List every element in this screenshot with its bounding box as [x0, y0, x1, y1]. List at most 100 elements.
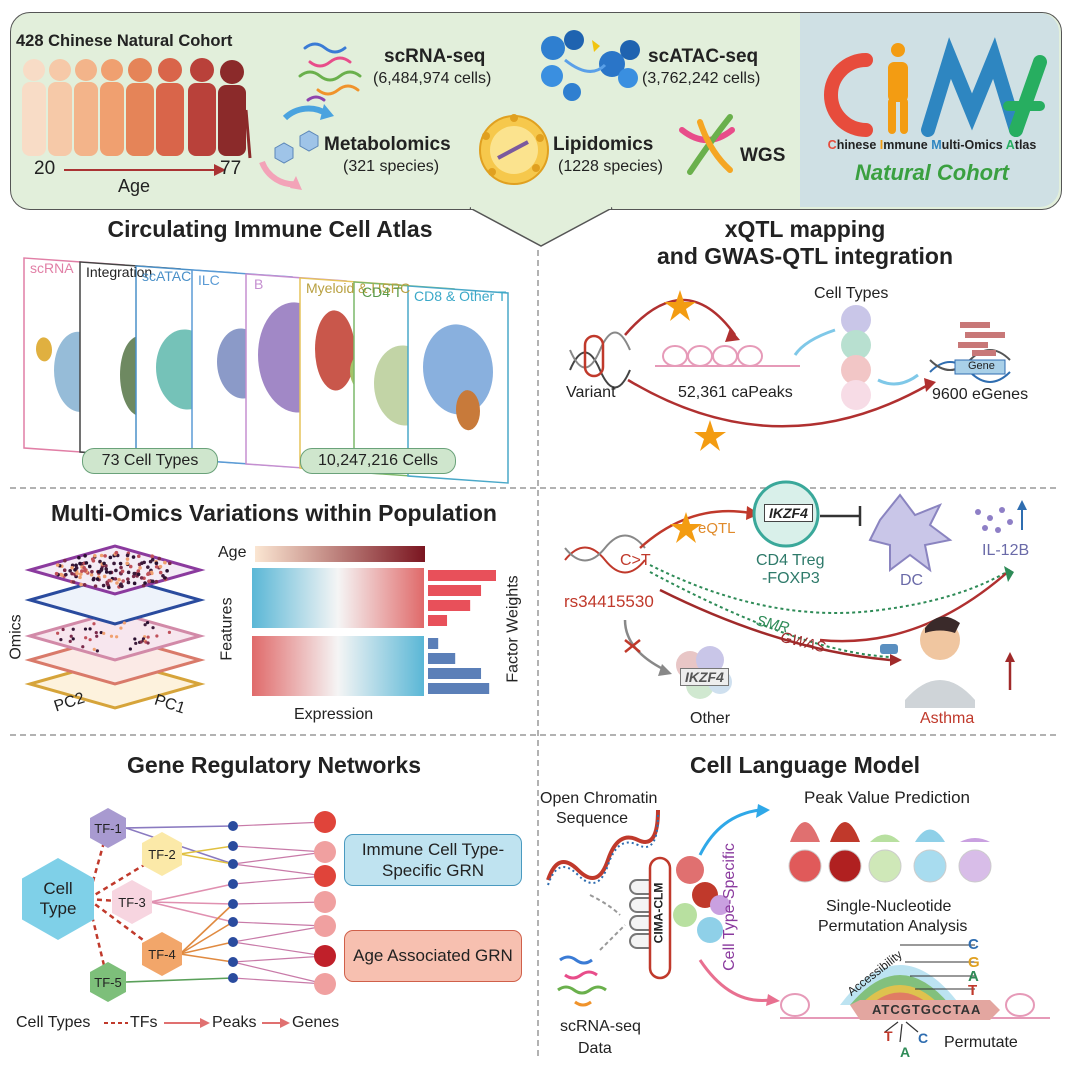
scatter-point	[103, 554, 107, 558]
gene-node	[314, 915, 336, 937]
factor-bar-top	[428, 615, 448, 626]
peak-prediction-label: Peak Value Prediction	[804, 788, 971, 807]
cell-types-label: Cell Types	[814, 285, 889, 302]
atlas-layer-integration: Integration	[86, 264, 153, 280]
scatter-point	[158, 564, 163, 569]
scatter-point	[95, 634, 99, 638]
scatter-point	[136, 572, 141, 577]
scatter-point	[88, 627, 92, 631]
scatter-point	[94, 630, 98, 635]
scatter-point	[145, 621, 150, 625]
scatter-point	[80, 569, 84, 573]
scatter-point	[114, 550, 119, 555]
immune-grn-line2: Specific GRN	[381, 861, 485, 880]
scatter-point	[69, 634, 73, 638]
atlas-layer-cd8t: CD8 & Other T	[414, 288, 507, 304]
open-chromatin-2: Sequence	[556, 810, 629, 827]
scatter-point	[59, 638, 63, 642]
scatter-point	[119, 565, 123, 570]
scatac-seq-icon	[541, 30, 640, 101]
scatter-point	[143, 581, 147, 585]
grn-edge	[232, 961, 326, 985]
multiomics-title: Multi-Omics Variations within Population	[51, 500, 497, 526]
egenes-label: 9600 eGenes	[932, 386, 1029, 403]
scatac-seq-label: scATAC-seq	[648, 46, 759, 67]
grn-edge	[125, 825, 234, 829]
scatter-point	[126, 577, 130, 581]
scatter-point	[108, 555, 113, 560]
cell-type-line1: Cell	[43, 879, 73, 898]
scatter-point	[126, 580, 131, 585]
scatter-point	[143, 623, 147, 627]
gene-node	[314, 865, 336, 887]
scatter-point	[141, 637, 146, 641]
scrna-data-2: Data	[578, 1040, 612, 1057]
grn-edge	[232, 875, 326, 885]
grn-edge	[149, 901, 234, 905]
factor-bar-top	[428, 600, 471, 611]
scatter-point	[93, 553, 97, 558]
scatter-point	[117, 577, 121, 582]
scatter-point	[78, 572, 83, 576]
scatter-point	[115, 581, 119, 585]
scrna-seq-icon	[298, 42, 362, 102]
treg-label-2: -FOXP3	[762, 570, 820, 587]
scatter-point	[108, 570, 112, 575]
scatter-point	[165, 569, 169, 573]
scatter-point	[125, 561, 130, 566]
cell-type-line2: Type	[39, 899, 77, 918]
scatter-point	[140, 561, 144, 565]
scatter-point	[68, 569, 72, 573]
peak-node	[228, 937, 238, 947]
scatter-point	[105, 581, 110, 586]
scatter-point	[104, 567, 109, 571]
atlas-layers	[23, 257, 509, 484]
scatter-point	[98, 559, 102, 564]
scatter-point	[99, 553, 104, 558]
scatter-point	[87, 564, 92, 569]
scatter-point	[148, 559, 153, 564]
grn-edge	[232, 863, 326, 877]
grn-edge	[179, 921, 234, 955]
base-g: G	[968, 954, 980, 971]
age-end: 77	[220, 158, 242, 179]
scatter-point	[101, 583, 106, 588]
scatter-point	[119, 626, 123, 630]
scatter-point	[102, 574, 107, 579]
scatter-point	[71, 580, 76, 584]
grn-edge	[232, 941, 326, 957]
scatter-point	[73, 568, 77, 572]
cell-type-hex: Cell Type	[22, 858, 94, 940]
gene-node	[314, 841, 336, 863]
scatter-point	[91, 577, 96, 582]
asthma-label: Asthma	[920, 710, 975, 727]
factor-bar-bottom	[428, 638, 439, 649]
scatter-point	[83, 627, 88, 631]
scatter-point	[147, 579, 151, 583]
scatter-point	[151, 626, 155, 630]
scatter-point	[120, 569, 125, 574]
scatter-point	[78, 561, 82, 566]
base-t: T	[968, 982, 978, 999]
scatter-point	[93, 584, 98, 588]
peak-node	[228, 899, 238, 909]
scatter-point	[131, 555, 136, 559]
metabolomics-label: Metabolomics	[324, 134, 451, 155]
ikzf4-treg-label: IKZF4	[764, 504, 813, 522]
cell-type-specific-label: Cell Type-Specific	[720, 843, 738, 971]
scatter-point	[118, 561, 123, 566]
wgs-icon	[679, 114, 735, 175]
scrna-seq-label: scRNA-seq	[384, 46, 486, 67]
other-label: Other	[690, 710, 731, 727]
cells-badge: 10,247,216 Cells	[300, 448, 456, 474]
metabolomics-count: (321 species)	[343, 158, 440, 175]
scatter-point	[131, 574, 136, 579]
atlas-layer-cd4t: CD4 T	[362, 284, 403, 300]
grn-edge	[179, 903, 234, 955]
gene-node	[314, 811, 336, 833]
scatter-point	[158, 570, 163, 575]
scatter-point	[81, 645, 85, 649]
dc-label: DC	[900, 572, 924, 589]
scatter-point	[163, 560, 167, 565]
cima-logo	[824, 37, 1047, 137]
